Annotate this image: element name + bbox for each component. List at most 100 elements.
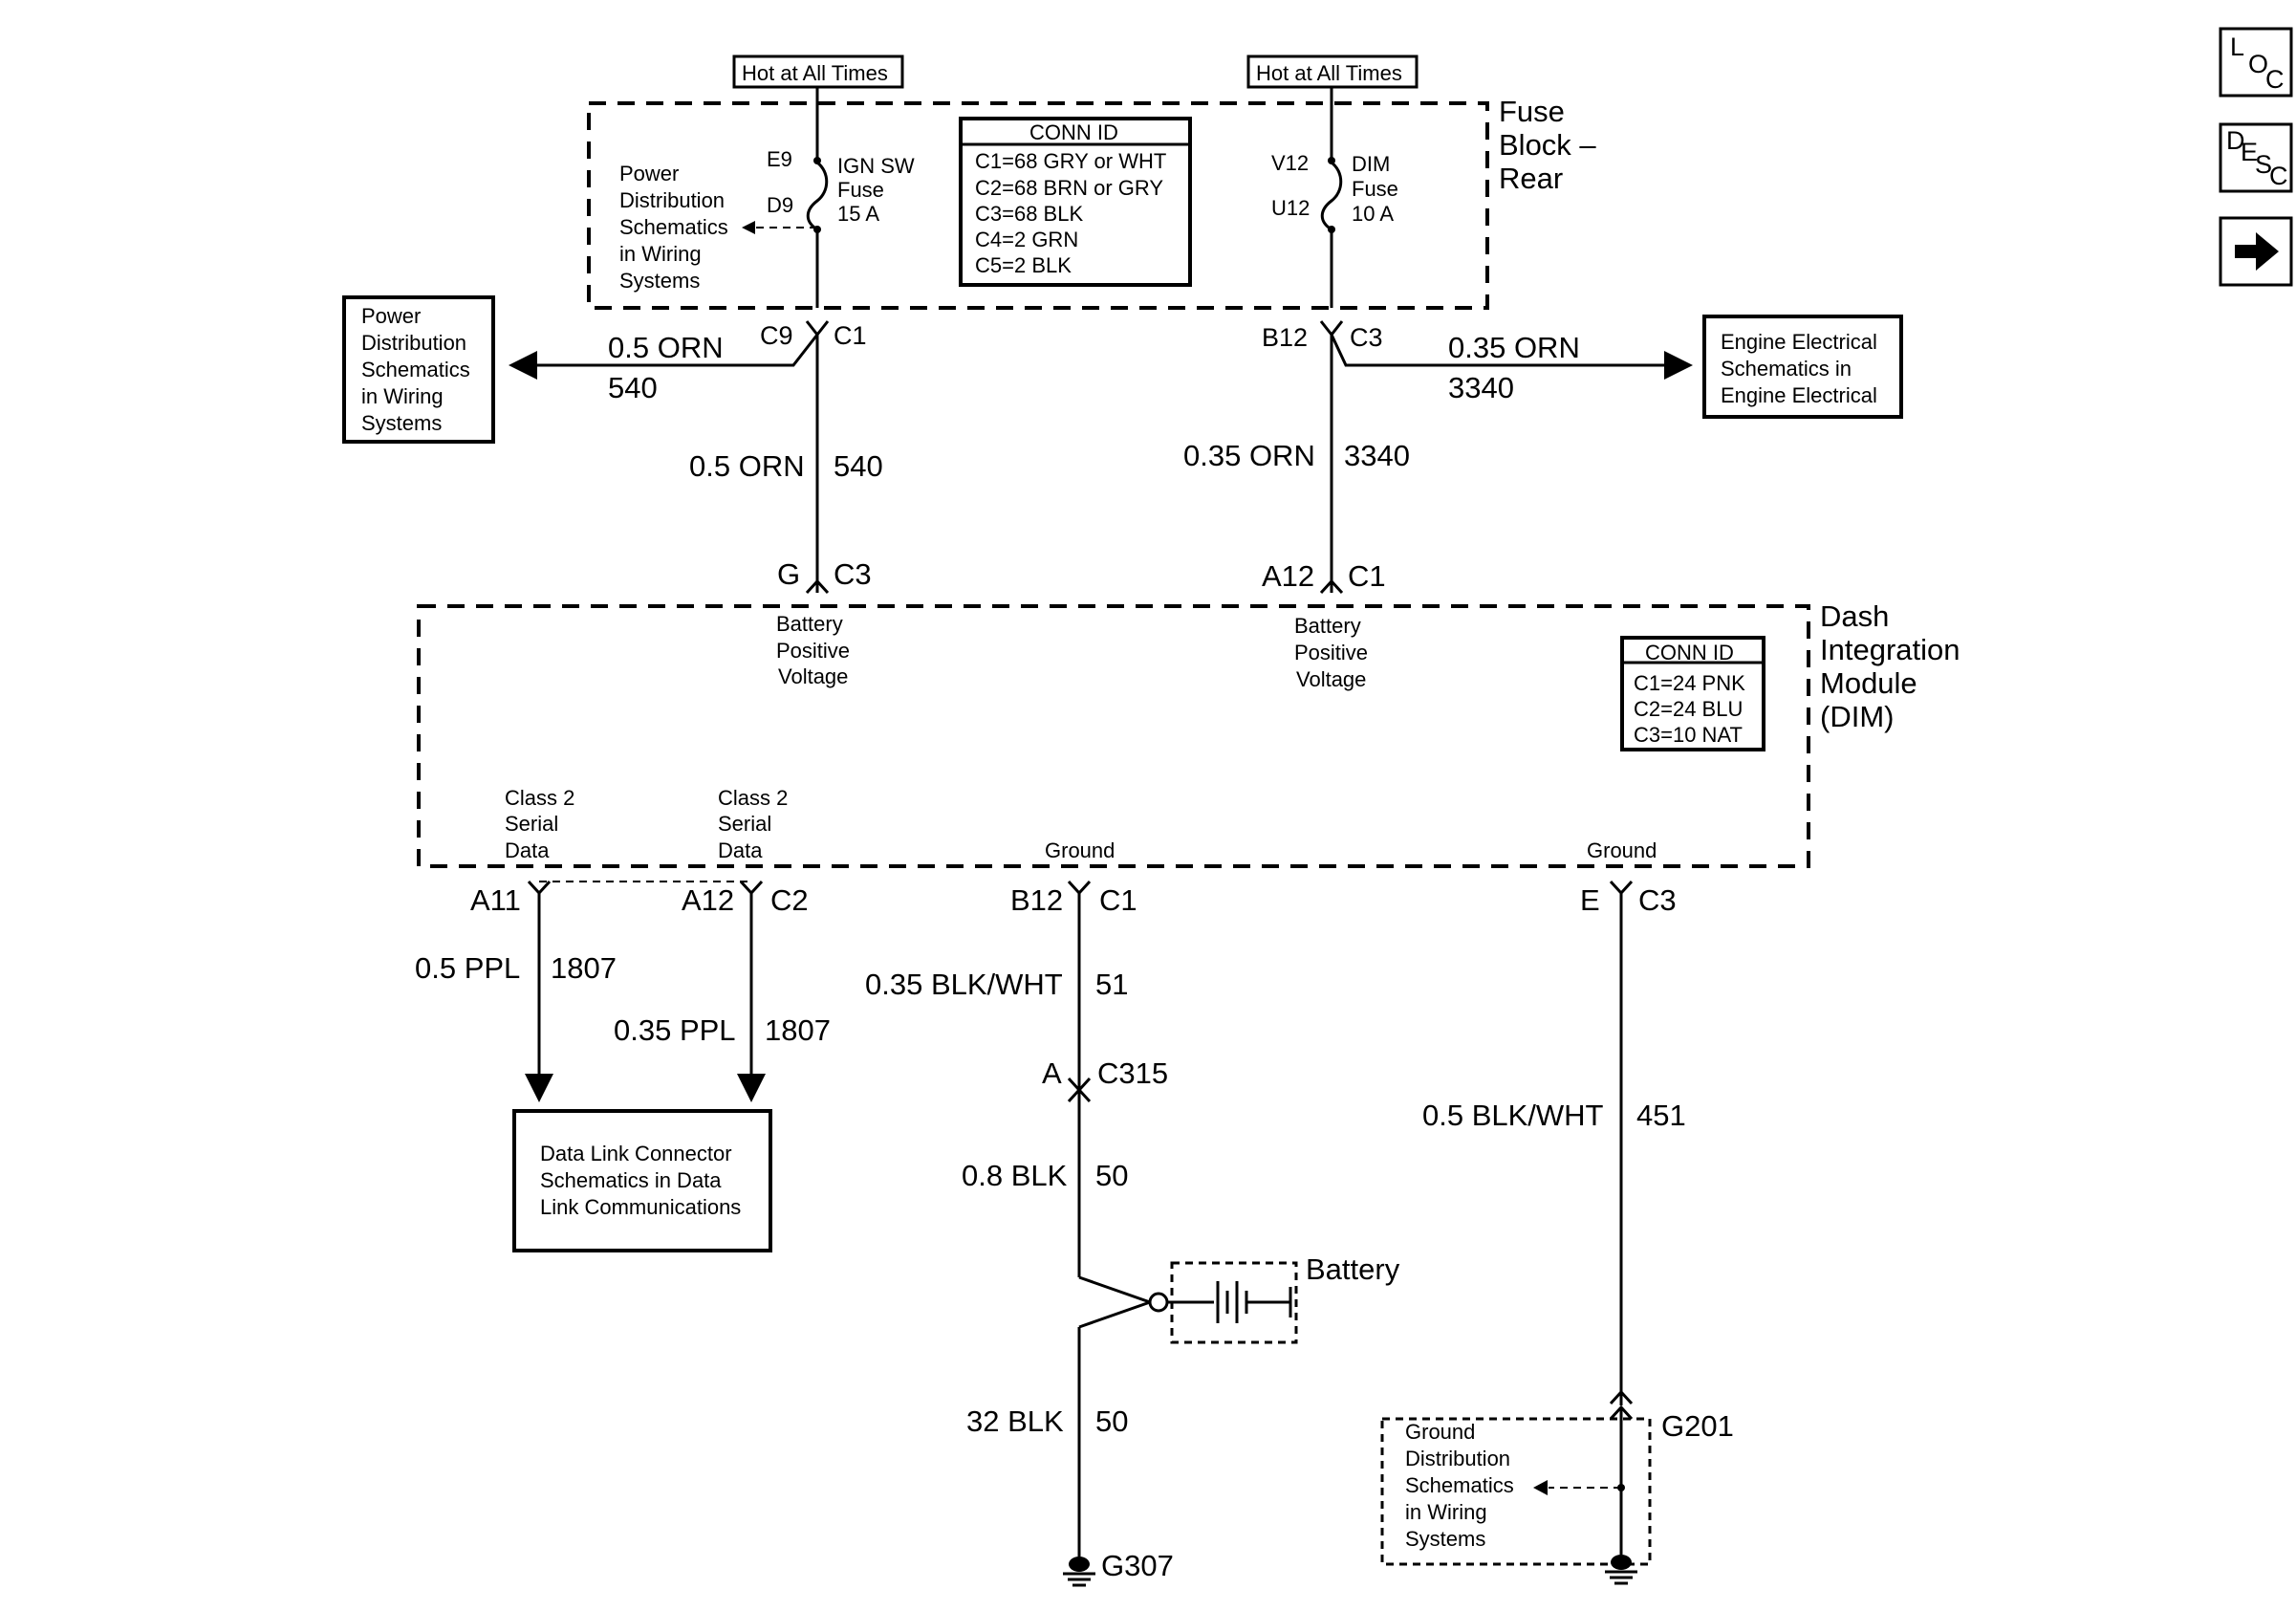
fuse-block-title-3: Rear xyxy=(1499,162,1563,195)
svg-text:Schematics: Schematics xyxy=(619,215,728,239)
ign-sw-fuse: E9 D9 IGN SW Fuse 15 A xyxy=(767,87,915,308)
data-link-connector-ref[interactable]: Data Link Connector Schematics in Data L… xyxy=(512,1109,772,1252)
next-page-button[interactable] xyxy=(2219,216,2293,287)
svg-text:C2=24 BLU: C2=24 BLU xyxy=(1634,697,1743,721)
wire-50-circuit: 50 xyxy=(1095,1159,1128,1192)
svg-text:CONN ID: CONN ID xyxy=(1645,641,1734,664)
dash-integration-module: Dash Integration Module (DIM) Battery Po… xyxy=(417,599,1960,868)
loc-letter-l: L xyxy=(2230,33,2244,61)
battery: Battery xyxy=(1167,1252,1400,1344)
dim-fuse-pin-u12: U12 xyxy=(1271,196,1310,220)
conn-c1-dim-top: C1 xyxy=(1348,559,1386,593)
svg-text:Schematics: Schematics xyxy=(1405,1473,1514,1497)
desc-letter-e: E xyxy=(2241,138,2258,166)
desc-letter-c: C xyxy=(2269,162,2288,190)
svg-text:Engine Electrical: Engine Electrical xyxy=(1721,383,1877,407)
hot-at-all-times-right: Hot at All Times xyxy=(1256,61,1402,85)
svg-text:in Wiring: in Wiring xyxy=(361,384,444,408)
fuse-block-conn-id: CONN ID C1=68 GRY or WHT C2=68 BRN or GR… xyxy=(959,117,1192,287)
svg-text:Schematics in Data: Schematics in Data xyxy=(540,1168,722,1192)
ground-g201-label: G201 xyxy=(1661,1409,1734,1443)
fuse-block-title-1: Fuse xyxy=(1499,95,1565,128)
wire-1807-a-gauge: 0.5 PPL xyxy=(415,951,520,985)
svg-text:Data Link Connector: Data Link Connector xyxy=(540,1142,732,1165)
conn-c1-bottom: C1 xyxy=(1099,883,1137,917)
wire-51-circuit: 51 xyxy=(1095,968,1128,1001)
pin-a11: A11 xyxy=(470,883,521,917)
pin-a12-c2: A12 xyxy=(682,883,734,917)
svg-text:C5=2 BLK: C5=2 BLK xyxy=(975,253,1072,277)
right-arrow-icon xyxy=(2235,232,2279,271)
wire-451-gauge: 0.5 BLK/WHT xyxy=(1422,1099,1604,1132)
svg-text:C4=2 GRN: C4=2 GRN xyxy=(975,228,1078,251)
desc-button[interactable]: D E S C xyxy=(2219,122,2293,193)
power-distribution-ref-left[interactable]: Power Distribution Schematics in Wiring … xyxy=(342,295,495,444)
pin-a12-top: A12 xyxy=(1262,559,1314,593)
bpv-right-3: Voltage xyxy=(1296,667,1366,691)
desc-letter-d: D xyxy=(2226,126,2245,155)
bpv-left-2: Positive xyxy=(776,639,850,663)
ground-symbol-g201 xyxy=(1605,1555,1637,1585)
wire-3340-circuit: 3340 xyxy=(1344,439,1410,472)
serial-data-1-line1: Class 2 xyxy=(505,786,574,810)
serial-data-1-line3: Data xyxy=(505,838,550,862)
left-arrow-icon xyxy=(742,221,755,234)
serial-data-1-line2: Serial xyxy=(505,812,558,836)
pin-b12-bottom: B12 xyxy=(1010,883,1063,917)
dim-title-3: Module xyxy=(1820,666,1917,700)
wire-3340-gauge: 0.35 ORN xyxy=(1183,439,1315,472)
svg-text:Systems: Systems xyxy=(619,269,700,293)
dim-fuse-label-2: Fuse xyxy=(1352,177,1398,201)
conn-c3-top-right: C3 xyxy=(1350,323,1383,352)
wire-540-branch-gauge: 0.5 ORN xyxy=(608,331,724,364)
svg-text:C3=10 NAT: C3=10 NAT xyxy=(1634,723,1743,747)
ign-fuse-pin-d9: D9 xyxy=(767,193,793,217)
wire-1807-a-circuit: 1807 xyxy=(551,951,617,985)
pin-e: E xyxy=(1580,883,1600,917)
serial-data-2-line2: Serial xyxy=(718,812,771,836)
dim-fuse-label-1: DIM xyxy=(1352,152,1390,176)
conn-c2: C2 xyxy=(770,883,809,917)
dim-title-2: Integration xyxy=(1820,633,1960,666)
svg-text:CONN ID: CONN ID xyxy=(1029,120,1118,144)
ign-fuse-label-1: IGN SW xyxy=(837,154,915,178)
wire-50-32-gauge: 32 BLK xyxy=(966,1404,1064,1438)
loc-button[interactable]: L O C xyxy=(2219,27,2293,98)
ign-fuse-label-2: Fuse xyxy=(837,178,884,202)
loc-letter-c: C xyxy=(2265,65,2285,94)
dim-title-4: (DIM) xyxy=(1820,700,1894,733)
serial-data-2-line3: Data xyxy=(718,838,763,862)
svg-text:C1=24 PNK: C1=24 PNK xyxy=(1634,671,1745,695)
bpv-right-2: Positive xyxy=(1294,641,1368,664)
svg-text:Engine Electrical: Engine Electrical xyxy=(1721,330,1877,354)
ground-distribution-ref[interactable]: Ground Distribution Schematics in Wiring… xyxy=(1380,1417,1652,1566)
svg-text:Systems: Systems xyxy=(1405,1527,1485,1551)
svg-text:Schematics in: Schematics in xyxy=(1721,357,1852,381)
ign-fuse-label-3: 15 A xyxy=(837,202,879,226)
wire-1807-b-gauge: 0.35 PPL xyxy=(614,1013,736,1047)
wire-1807-b-circuit: 1807 xyxy=(765,1013,831,1047)
serial-data-2-line1: Class 2 xyxy=(718,786,788,810)
power-distribution-ref-inner[interactable]: Power Distribution Schematics in Wiring … xyxy=(619,162,728,293)
dim-fuse: V12 U12 DIM Fuse 10 A xyxy=(1271,87,1398,308)
svg-text:C1=68 GRY or WHT: C1=68 GRY or WHT xyxy=(975,149,1166,173)
bpv-left-3: Voltage xyxy=(778,664,848,688)
wire-451-circuit: 451 xyxy=(1636,1099,1686,1132)
pin-g: G xyxy=(777,557,800,591)
left-arrow-icon xyxy=(1533,1480,1548,1495)
svg-text:Schematics: Schematics xyxy=(361,358,470,381)
svg-text:Distribution: Distribution xyxy=(619,188,725,212)
dim-conn-id: CONN ID C1=24 PNK C2=24 BLU C3=10 NAT xyxy=(1620,636,1765,751)
pin-c9: C9 xyxy=(760,321,793,350)
dim-ground-2: Ground xyxy=(1587,838,1657,862)
conn-c3-dim-top: C3 xyxy=(834,557,872,591)
bpv-left-1: Battery xyxy=(776,612,843,636)
dim-fuse-label-3: 10 A xyxy=(1352,202,1394,226)
engine-electrical-ref[interactable]: Engine Electrical Schematics in Engine E… xyxy=(1702,315,1903,419)
svg-text:Power: Power xyxy=(361,304,421,328)
dim-title-1: Dash xyxy=(1820,599,1889,633)
wire-540-circuit: 540 xyxy=(834,449,883,483)
conn-c315: C315 xyxy=(1097,1056,1168,1090)
conn-c3-bottom: C3 xyxy=(1638,883,1677,917)
